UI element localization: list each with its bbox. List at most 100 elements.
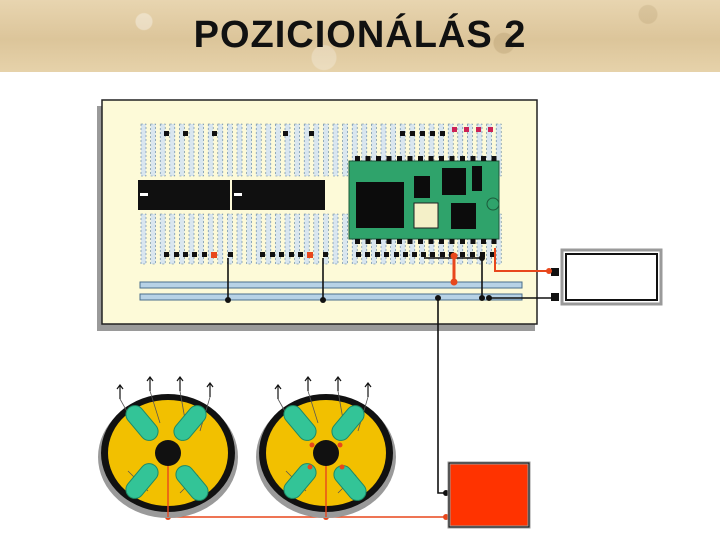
- module-component-2: [442, 168, 466, 195]
- pin-marker-top: [212, 131, 217, 136]
- pin-marker-bottom: [470, 252, 475, 257]
- display-box: [551, 248, 663, 306]
- strip-bottom: [207, 213, 214, 265]
- pin-marker-bottom: [270, 252, 275, 257]
- module-pin-bottom: [386, 239, 392, 244]
- strip-bottom: [169, 213, 176, 265]
- module-pin-bottom: [397, 239, 402, 244]
- pin-marker-top: [400, 131, 405, 136]
- pin-marker-bottom: [289, 252, 294, 257]
- strip-top: [275, 123, 281, 177]
- strip-top: [380, 123, 387, 177]
- module-pin-top: [491, 156, 497, 161]
- display-box-inner: [565, 253, 658, 301]
- dot-red-3: [546, 268, 552, 274]
- dot-black-2: [320, 297, 326, 303]
- power-rail-top: [139, 281, 523, 289]
- pin-marker-bottom: [375, 252, 380, 257]
- dot-black-3: [435, 295, 441, 301]
- strip-bottom: [323, 213, 329, 265]
- strip-bottom: [342, 213, 348, 265]
- motor-terminal: [307, 464, 313, 470]
- module-component-3: [472, 166, 482, 191]
- wire-red-to-display: [494, 248, 551, 272]
- module-pin-bottom: [418, 239, 423, 244]
- strip-top: [198, 123, 204, 177]
- module-crystal: [486, 197, 500, 211]
- pin-marker-bottom: [356, 252, 361, 257]
- pin-marker-top: [410, 131, 415, 136]
- strip-top: [409, 123, 416, 177]
- ic-chip-right-body: [232, 180, 325, 210]
- power-rail-bottom: [139, 293, 523, 301]
- pin-marker-top: [420, 131, 425, 136]
- pin-marker-bottom: [365, 252, 370, 257]
- pin-marker-bottom: [298, 252, 303, 257]
- module-pin-bottom: [365, 239, 371, 244]
- dot-black-5: [486, 295, 492, 301]
- strip-top: [399, 123, 406, 177]
- strip-top: [351, 123, 358, 177]
- strip-top: [169, 123, 176, 177]
- pin-marker-bottom: [394, 252, 399, 257]
- strip-bottom: [332, 213, 339, 265]
- strip-top: [447, 123, 454, 177]
- strip-top: [467, 123, 473, 177]
- strip-top: [390, 123, 396, 177]
- module-main-chip: [356, 182, 404, 228]
- strip-top: [313, 123, 320, 177]
- pin-marker-red: [307, 252, 313, 258]
- motor-lead-arrow: [334, 376, 342, 382]
- module-pin-top: [428, 156, 434, 161]
- motor-lead-arrow: [304, 376, 312, 382]
- pin-marker-magenta: [452, 127, 457, 132]
- module-pin-top: [365, 156, 371, 161]
- module-pin-bottom: [460, 239, 465, 244]
- pin-marker-top: [309, 131, 314, 136]
- pin-marker-top: [440, 131, 445, 136]
- strip-bottom: [303, 213, 310, 265]
- pin-marker-bottom: [260, 252, 265, 257]
- strip-top: [495, 123, 502, 177]
- strip-top: [265, 123, 272, 177]
- pin-marker-bottom: [460, 252, 465, 257]
- strip-top: [255, 123, 262, 177]
- stepper-motor-left: [98, 376, 238, 518]
- stepper-motor-right: [256, 376, 396, 518]
- motor-coil: [331, 405, 365, 441]
- module-pin-top: [460, 156, 465, 161]
- strip-bottom: [217, 213, 224, 265]
- pin-marker-red: [211, 252, 217, 258]
- strip-bottom: [275, 213, 281, 265]
- strip-bottom: [188, 213, 195, 265]
- strip-top: [236, 123, 243, 177]
- module-pin-bottom: [355, 239, 360, 244]
- pin-marker-bottom: [183, 252, 188, 257]
- strip-top: [246, 123, 252, 177]
- pin-marker-bottom: [490, 252, 495, 257]
- pin-markers: [164, 127, 495, 258]
- microcontroller-module: [348, 156, 500, 244]
- motor-lead-arrow: [176, 376, 184, 382]
- title-banner: POZICIONÁLÁS 2: [0, 0, 720, 72]
- strip-bottom: [159, 213, 166, 265]
- module-pin-bottom: [481, 239, 486, 244]
- dot-red-2: [450, 278, 458, 286]
- strip-top: [428, 123, 435, 177]
- pin-marker-bottom: [323, 252, 328, 257]
- motor-terminal: [309, 442, 315, 448]
- pin-marker-bottom: [228, 252, 233, 257]
- motor-lead-arrow: [146, 376, 154, 382]
- module-pin-top: [470, 156, 476, 161]
- module-pin-bottom: [439, 239, 444, 244]
- module-pin-bottom: [376, 239, 381, 244]
- dot-black-4: [479, 295, 485, 301]
- strip-top: [284, 123, 291, 177]
- pin-marker-bottom: [480, 252, 485, 257]
- dot-red-1: [450, 252, 458, 260]
- breadboard-strips-top: [140, 123, 502, 177]
- motor-coil: [333, 465, 367, 501]
- strip-top: [342, 123, 348, 177]
- strip-bottom: [140, 213, 147, 265]
